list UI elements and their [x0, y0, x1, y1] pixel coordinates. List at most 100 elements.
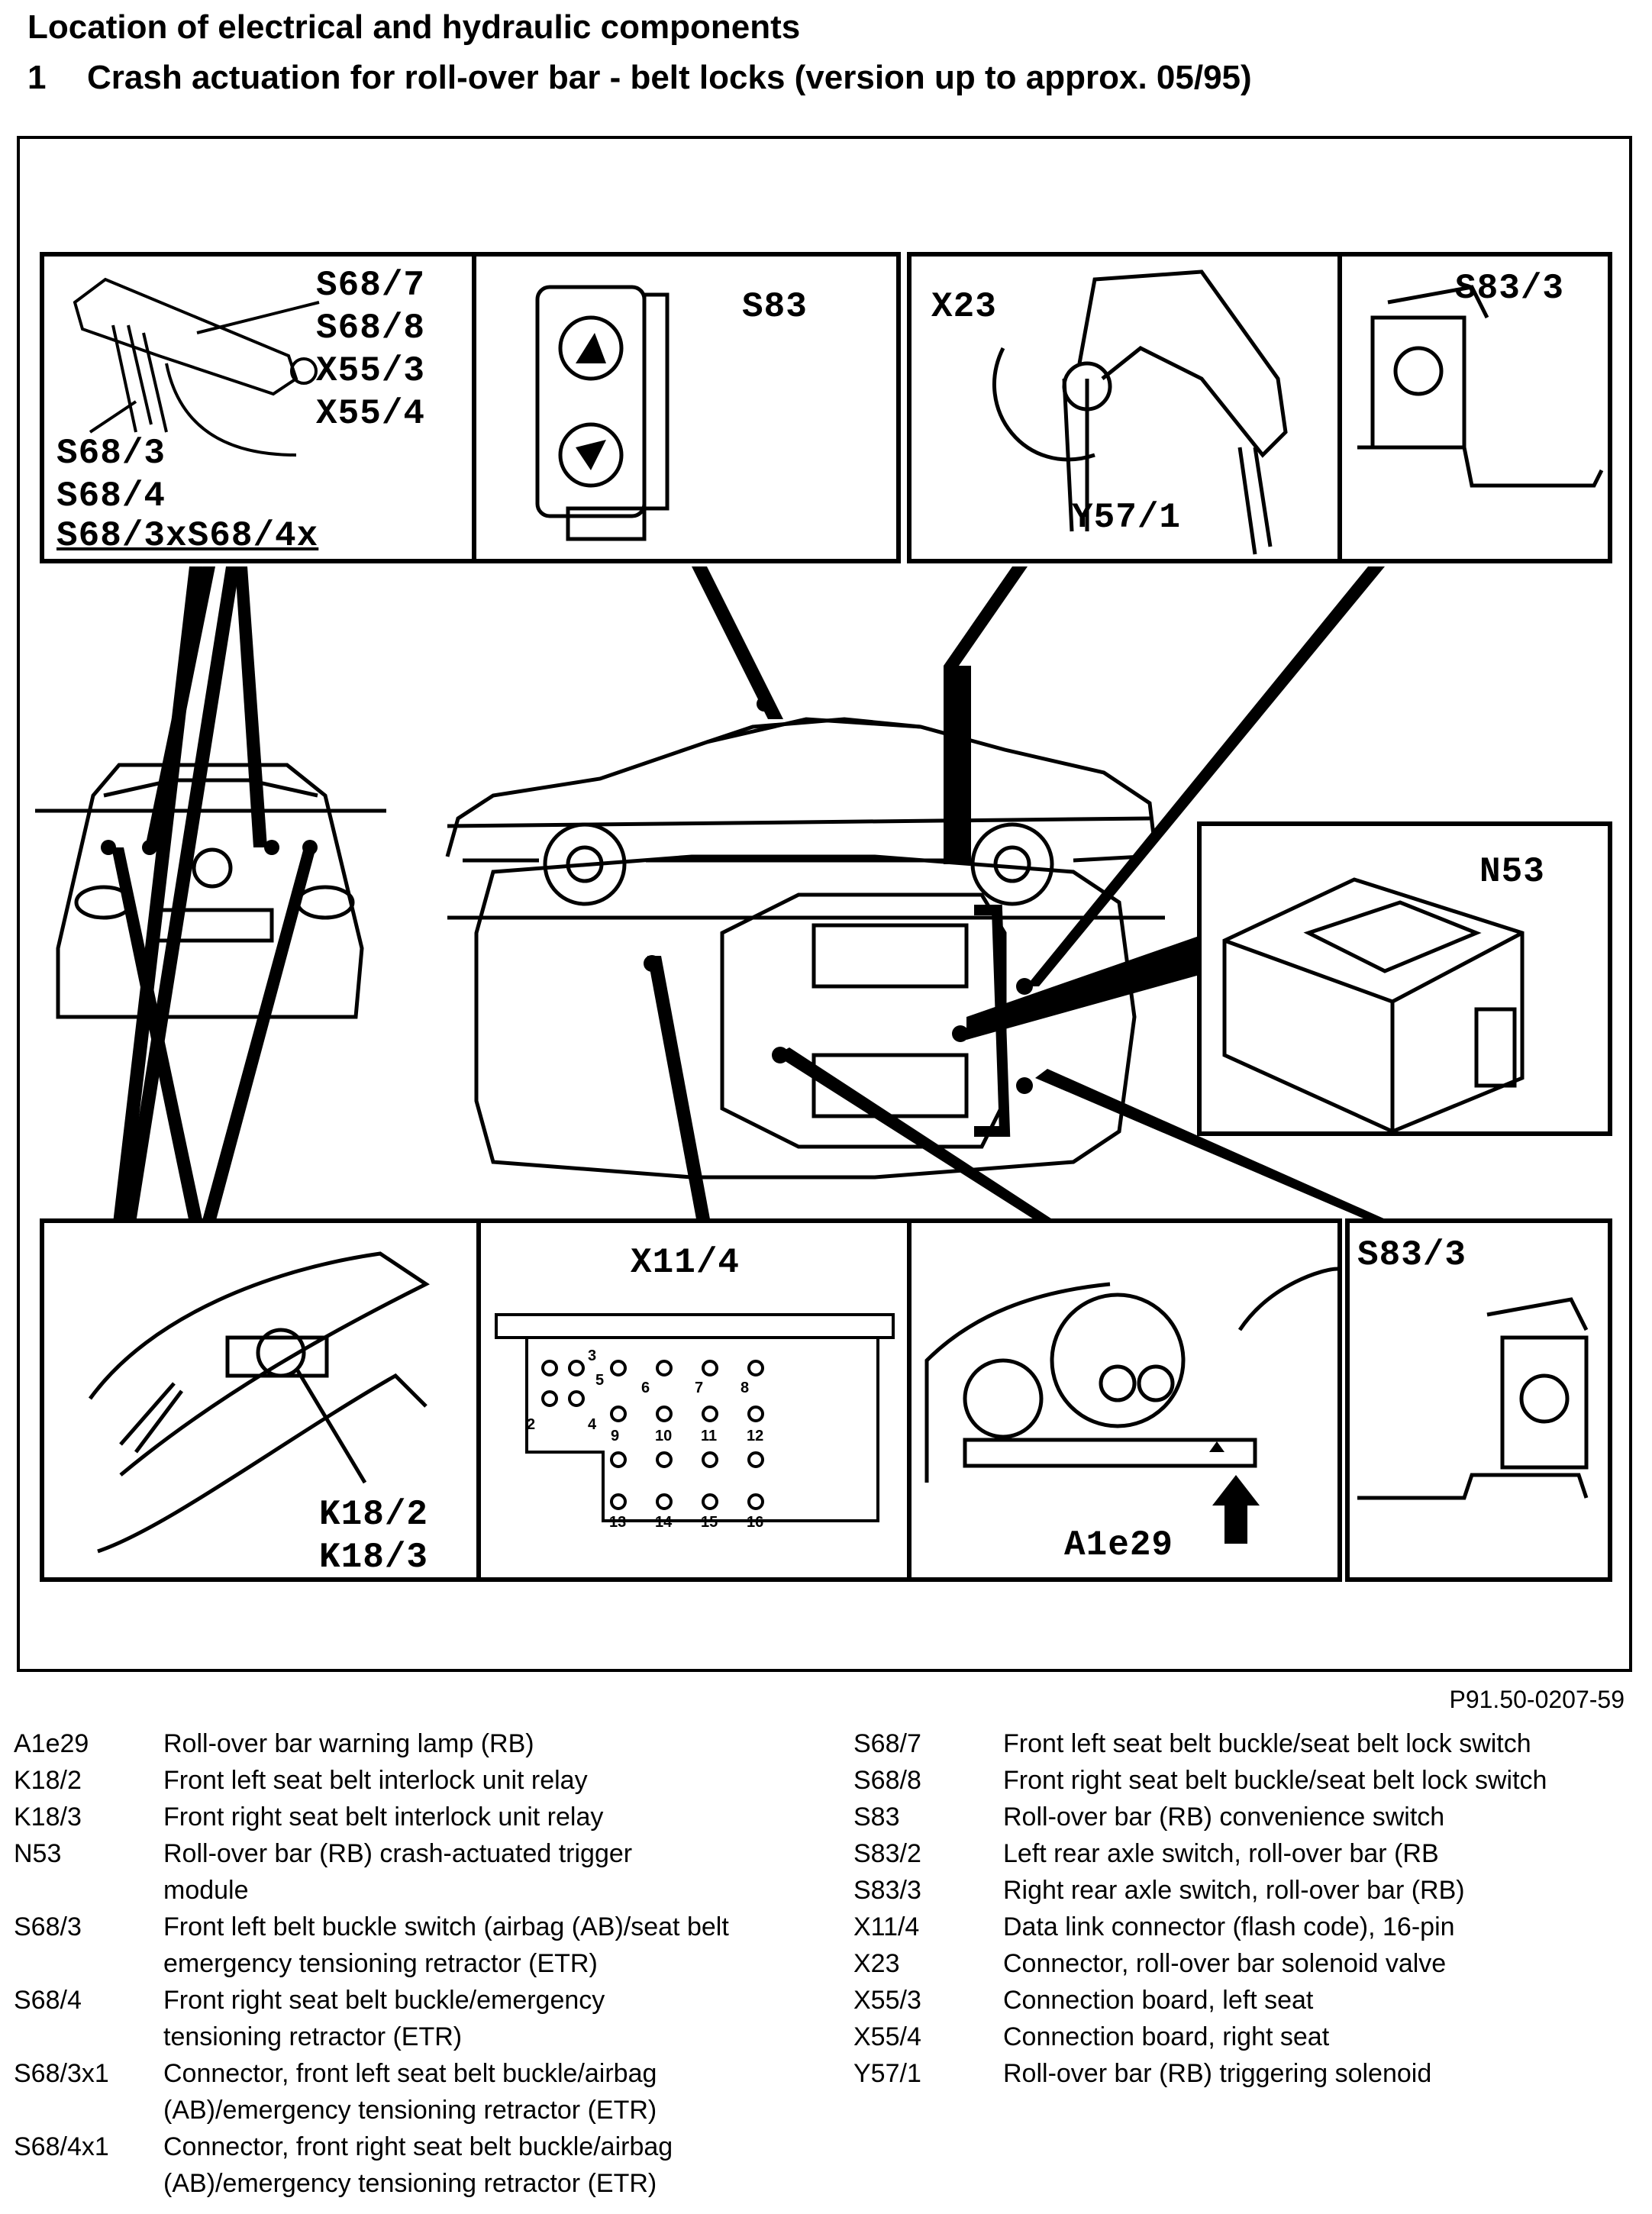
- pin-label-5: 5: [595, 1372, 604, 1389]
- legend-desc: Connection board, left seat: [1003, 1986, 1314, 2015]
- legend-desc: Front left seat belt buckle/seat belt lo…: [1003, 1729, 1531, 1758]
- data-link-connector-drawing: 3 2 4 5 6 7 8 9 10 11 12 13 14 15 16: [495, 1313, 895, 1531]
- section-heading: 1 Crash actuation for roll-over bar - bel…: [27, 56, 1252, 99]
- label-s68-4: S68/4: [56, 476, 166, 516]
- pin-label-13: 13: [609, 1514, 626, 1531]
- trigger-module-drawing: [1222, 877, 1525, 1131]
- legend-desc: Roll-over bar warning lamp (RB): [163, 1729, 534, 1758]
- pin-label-10: 10: [655, 1428, 672, 1444]
- legend-code: K18/2: [14, 1766, 82, 1795]
- legend-code: S68/4: [14, 1986, 82, 2015]
- document-title: Location of electrical and hydraulic com…: [27, 8, 801, 46]
- figure-reference: P91.50-0207-59: [1449, 1686, 1625, 1713]
- legend-item: A1e29 Roll-over bar warning lamp (RB): [14, 1725, 805, 1762]
- legend-desc: Left rear axle switch, roll-over bar (RB: [1003, 1839, 1439, 1868]
- legend-right-column: S68/7 Front left seat belt buckle/seat be…: [853, 1725, 1652, 2092]
- rollbar-solenoid-drawing: [992, 269, 1288, 555]
- pin-label-6: 6: [641, 1380, 650, 1396]
- legend-desc: Connector, front left seat belt buckle/a…: [163, 2059, 657, 2125]
- legend-code: S68/4x1: [14, 2132, 109, 2161]
- panel-data-link-connector: 3 2 4 5 6 7 8 9 10 11 12 13 14 15 16 X11…: [476, 1218, 912, 1582]
- legend-item: K18/2 Front left seat belt interlock unit…: [14, 1762, 805, 1799]
- instrument-cluster-drawing: [924, 1267, 1337, 1544]
- legend-item: S68/7 Front left seat belt buckle/seat be…: [853, 1725, 1652, 1762]
- panel-rollbar-solenoid: X23 Y57/1: [907, 252, 1342, 563]
- label-x55-4: X55/4: [316, 394, 426, 434]
- legend-desc: Data link connector (flash code), 16-pin: [1003, 1912, 1455, 1941]
- label-n53: N53: [1479, 852, 1545, 892]
- label-a1e29: A1e29: [1064, 1525, 1174, 1565]
- legend-code: S68/3x1: [14, 2059, 109, 2088]
- legend-code: S68/7: [853, 1729, 921, 1758]
- pin-label-7: 7: [695, 1380, 703, 1396]
- legend-desc: Roll-over bar (RB) crash-actuated trigge…: [163, 1839, 633, 1905]
- legend-code: S68/8: [853, 1766, 921, 1795]
- label-y57-1: Y57/1: [1072, 498, 1182, 537]
- legend-code: S83: [853, 1803, 900, 1832]
- label-k18-2: K18/2: [319, 1495, 429, 1535]
- legend-item: X55/3 Connection board, left seat: [853, 1982, 1652, 2019]
- car-side-view: [445, 717, 1165, 920]
- label-s68-3x-s68-4x: S68/3xS68/4x: [56, 516, 319, 556]
- label-s68-7: S68/7: [316, 266, 426, 305]
- section-number: 1: [27, 59, 47, 96]
- panel-instrument-cluster: A1e29: [907, 1218, 1342, 1582]
- legend-code: X23: [853, 1949, 900, 1978]
- belt-buckle-drawing: [73, 277, 320, 457]
- car-front-view: [35, 763, 386, 1019]
- seat-belt-drawing: [88, 1251, 430, 1554]
- legend-code: X55/3: [853, 1986, 921, 2015]
- label-k18-3: K18/3: [319, 1538, 429, 1577]
- axle-switch-drawing-bottom: [1357, 1297, 1589, 1500]
- legend-left-column: A1e29 Roll-over bar warning lamp (RB) K18…: [14, 1725, 805, 2202]
- label-x11-4: X11/4: [631, 1243, 740, 1283]
- legend-desc: Front right seat belt buckle/emergency t…: [163, 1986, 605, 2051]
- pin-label-15: 15: [701, 1514, 718, 1531]
- leader-lines: [111, 566, 1394, 1223]
- legend-desc: Front left belt buckle switch (airbag (A…: [163, 1912, 729, 1978]
- pin-label-3: 3: [588, 1347, 596, 1364]
- legend-item: S83/3 Right rear axle switch, roll-over b…: [853, 1872, 1652, 1909]
- legend-code: K18/3: [14, 1803, 82, 1832]
- legend-desc: Connector, front right seat belt buckle/…: [163, 2132, 673, 2198]
- legend-item: S83/2 Left rear axle switch, roll-over ba…: [853, 1835, 1652, 1872]
- legend-desc: Front left seat belt interlock unit rela…: [163, 1766, 588, 1795]
- legend-code: A1e29: [14, 1729, 89, 1758]
- legend-desc: Front right seat belt buckle/seat belt l…: [1003, 1766, 1547, 1795]
- car-top-view: [474, 854, 1137, 1180]
- pin-label-9: 9: [611, 1428, 619, 1444]
- legend-desc: Right rear axle switch, roll-over bar (R…: [1003, 1876, 1465, 1905]
- label-s68-3: S68/3: [56, 434, 166, 473]
- label-s83-3-bottom: S83/3: [1357, 1235, 1467, 1275]
- legend-desc: Connection board, right seat: [1003, 2022, 1330, 2051]
- legend-code: S83/2: [853, 1839, 921, 1868]
- legend-item: S83 Roll-over bar (RB) convenience switch: [853, 1799, 1652, 1835]
- pin-label-11: 11: [701, 1428, 717, 1444]
- legend-item: Y57/1 Roll-over bar (RB) triggering solen…: [853, 2055, 1652, 2092]
- legend-item: S68/4x1 Connector, front right seat belt …: [14, 2128, 805, 2202]
- legend-item: S68/3x1 Connector, front left seat belt b…: [14, 2055, 805, 2128]
- panel-belt-buckle-connectors: S68/7 S68/8 X55/3 X55/4 S68/3 S68/4 S68/…: [40, 252, 481, 563]
- legend-desc: Roll-over bar (RB) convenience switch: [1003, 1803, 1445, 1832]
- pin-label-16: 16: [747, 1514, 763, 1531]
- pin-label-14: 14: [655, 1514, 673, 1531]
- convenience-switch-drawing: [535, 285, 670, 541]
- vehicle-illustration: [35, 566, 1394, 1223]
- section-title: Crash actuation for roll-over bar - belt…: [87, 59, 1252, 96]
- legend-item: K18/3 Front right seat belt interlock uni…: [14, 1799, 805, 1835]
- axle-switch-drawing-top: [1357, 285, 1604, 488]
- legend-desc: Roll-over bar (RB) triggering solenoid: [1003, 2059, 1432, 2088]
- legend-code: Y57/1: [853, 2059, 921, 2088]
- legend-desc: Front right seat belt interlock unit rel…: [163, 1803, 604, 1832]
- legend-code: S83/3: [853, 1876, 921, 1905]
- component-location-diagram: S68/7 S68/8 X55/3 X55/4 S68/3 S68/4 S68/…: [17, 136, 1632, 1672]
- label-x55-3: X55/3: [316, 351, 426, 391]
- pin-label-4: 4: [588, 1416, 597, 1433]
- label-s83-3-top: S83/3: [1455, 269, 1565, 308]
- panel-convenience-switch: S83: [472, 252, 901, 563]
- label-s83: S83: [742, 287, 808, 327]
